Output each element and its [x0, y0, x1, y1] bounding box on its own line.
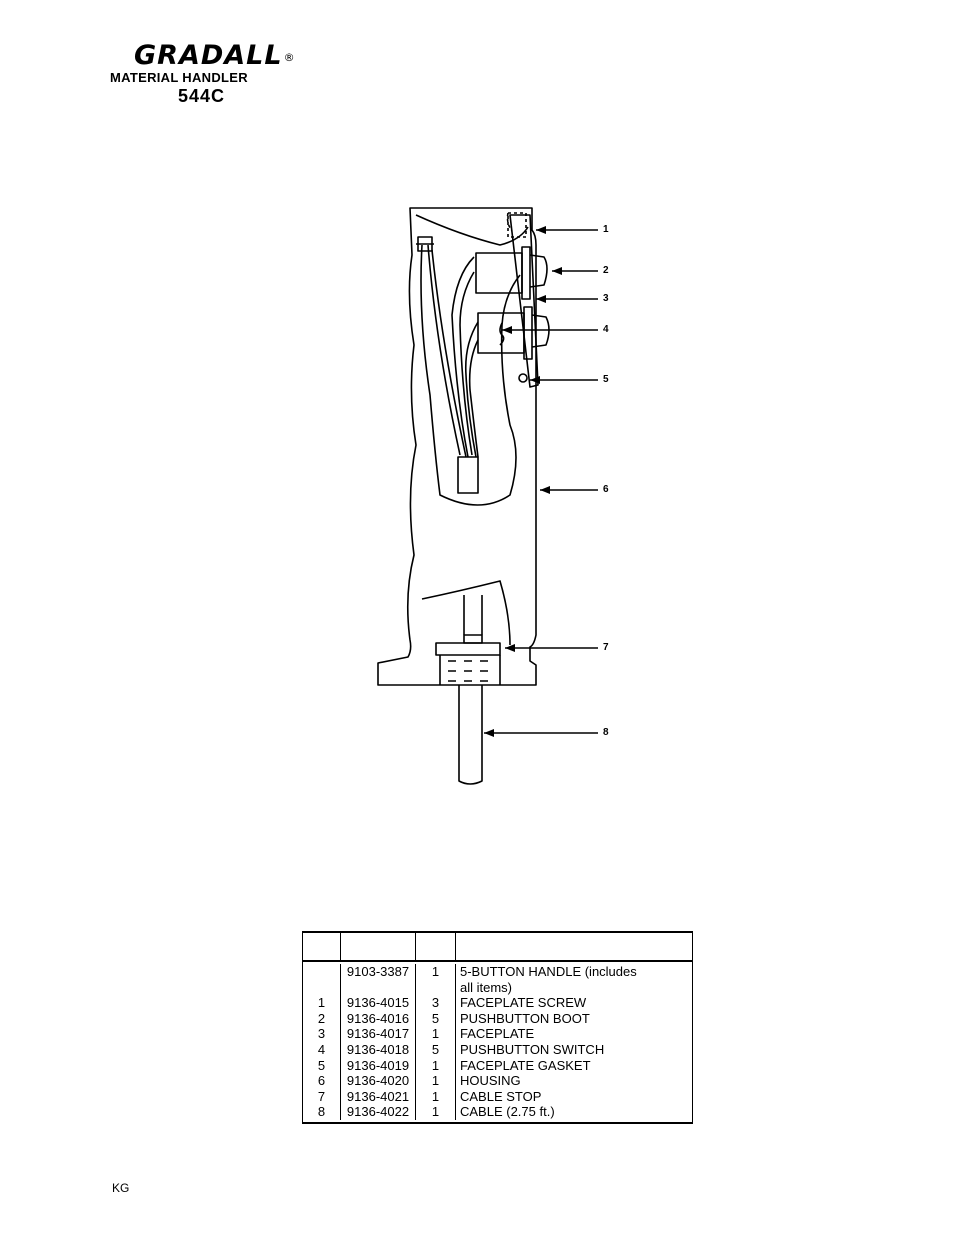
callout-6: 6: [603, 484, 609, 495]
item-number-cell: 6: [303, 1073, 341, 1089]
part-number-cell: 9136-4019: [341, 1057, 416, 1074]
item-number-cell: 7: [303, 1088, 341, 1105]
quantity-cell: 1: [416, 1073, 456, 1089]
description-cell: HOUSING: [460, 1073, 521, 1089]
brand-logo: GRADALL®: [134, 42, 295, 70]
part-number-cell: 9136-4021: [341, 1088, 416, 1105]
callout-7: 7: [603, 642, 609, 653]
handle-exploded-drawing: 1 2 3 4 5 6 7 8: [360, 195, 630, 795]
handle-illustration: [377, 207, 598, 785]
model-number: 544C: [178, 86, 226, 106]
description-cell: FACEPLATE GASKET: [460, 1057, 591, 1073]
callout-3: 3: [603, 293, 609, 304]
part-number-cell: 9103-3387: [341, 964, 416, 980]
quantity-cell: 5: [416, 1010, 456, 1027]
item-number-cell: [303, 964, 341, 980]
brand-name: GRADALL: [134, 40, 283, 71]
quantity-cell: 3: [416, 995, 456, 1011]
description-cell: CABLE STOP: [460, 1088, 542, 1104]
description-cell: CABLE (2.75 ft.): [460, 1104, 555, 1120]
quantity-cell: 5: [416, 1041, 456, 1058]
header-cell-part: [341, 933, 416, 960]
quantity-cell: 1: [416, 1104, 456, 1120]
callout-4: 4: [603, 324, 609, 335]
page-footer-code: KG: [112, 1181, 130, 1195]
quantity-cell: [416, 979, 456, 996]
item-number-cell: 2: [303, 1010, 341, 1027]
item-number-cell: 1: [303, 995, 341, 1011]
part-number-cell: 9136-4018: [341, 1041, 416, 1058]
item-number-cell: 8: [303, 1104, 341, 1120]
table-row: all items): [303, 979, 692, 996]
part-number-cell: 9136-4017: [341, 1026, 416, 1042]
product-subtitle: MATERIAL HANDLER: [110, 70, 248, 85]
callout-5: 5: [603, 374, 609, 385]
quantity-cell: 1: [416, 964, 456, 980]
item-number-cell: 5: [303, 1057, 341, 1074]
header-cell-desc: [456, 933, 692, 960]
description-cell: all items): [460, 979, 513, 995]
description-cell: PUSHBUTTON BOOT: [460, 1010, 590, 1026]
callout-2: 2: [603, 265, 609, 276]
part-number-cell: 9136-4015: [341, 995, 416, 1011]
header-cell-item: [303, 933, 341, 960]
item-number-cell: [303, 979, 341, 996]
part-number-cell: 9136-4020: [341, 1073, 416, 1089]
quantity-cell: 1: [416, 1088, 456, 1105]
quantity-cell: 1: [416, 1057, 456, 1074]
callout-8: 8: [603, 727, 609, 738]
description-cell: PUSHBUTTON SWITCH: [460, 1041, 605, 1057]
part-number-cell: [341, 979, 416, 996]
part-number-cell: 9136-4022: [341, 1104, 416, 1120]
description-cell: 5-BUTTON HANDLE (includes: [460, 964, 637, 979]
quantity-cell: 1: [416, 1026, 456, 1042]
header-cell-qty: [416, 933, 456, 960]
description-cell: FACEPLATE: [460, 1026, 535, 1042]
callout-1: 1: [603, 224, 609, 235]
registered-mark: ®: [283, 51, 296, 64]
part-number-cell: 9136-4016: [341, 1010, 416, 1027]
housing-outline: [377, 207, 537, 686]
item-number-cell: 3: [303, 1026, 341, 1042]
item-number-cell: 4: [303, 1041, 341, 1058]
housing-inner-contour: [415, 214, 529, 246]
table-header: [303, 933, 692, 962]
description-cell: FACEPLATE SCREW: [460, 995, 587, 1011]
